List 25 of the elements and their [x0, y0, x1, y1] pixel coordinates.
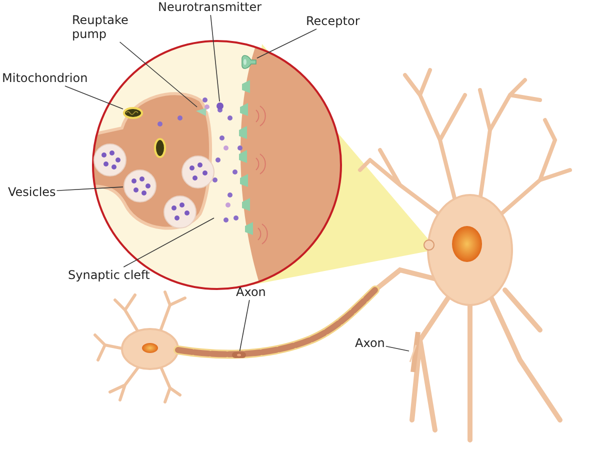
part-label: Axon [236, 285, 266, 299]
vesicle [94, 144, 126, 176]
part-label: Vesicles [8, 185, 56, 199]
leader-line [119, 42, 198, 108]
reuptake-pump [196, 108, 210, 116]
leader-line [56, 186, 124, 192]
leader-line [386, 346, 410, 352]
mitochondrion [123, 107, 143, 119]
myelin-segment [232, 352, 246, 358]
vesicle [182, 156, 214, 188]
part-label: Synaptic cleft [68, 268, 150, 282]
receptor [242, 55, 256, 69]
neurotransmitter-molecule [216, 102, 224, 110]
part-label: Receptor [306, 14, 360, 28]
vesicle [164, 196, 196, 228]
vesicle [124, 170, 156, 202]
part-label: Axon [355, 336, 385, 350]
part-label: Mitochondrion [2, 71, 88, 85]
leader-line [210, 14, 220, 102]
part-label: Neurotransmitter [158, 0, 262, 14]
part-label: Reuptake pump [72, 13, 132, 41]
leader-line [123, 218, 214, 268]
leader-line [239, 300, 250, 352]
axon-branch [409, 332, 420, 372]
leader-line [64, 86, 124, 110]
